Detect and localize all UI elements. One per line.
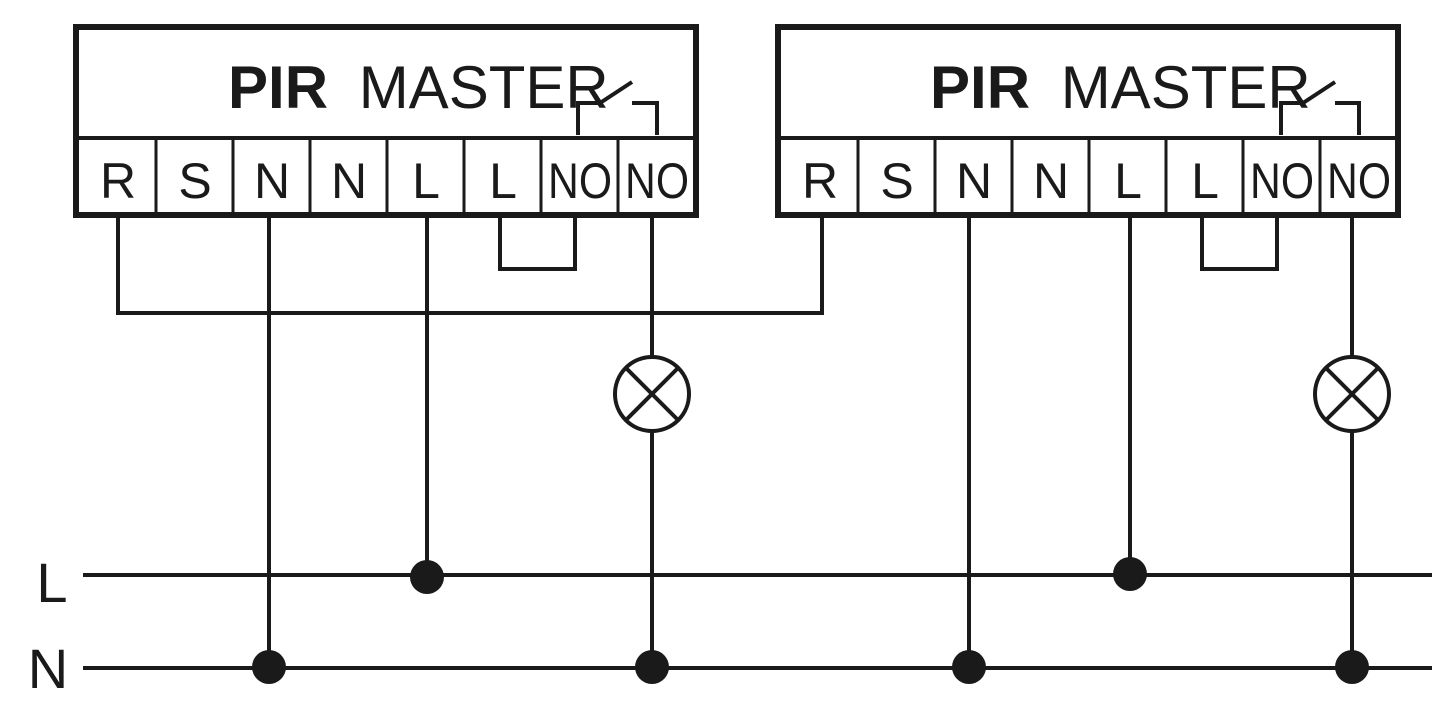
device-2-terminal-7: NO bbox=[1250, 153, 1314, 209]
bus-label-l: L bbox=[36, 551, 67, 614]
wiring bbox=[83, 215, 1432, 670]
wire-device-1-l-no-bridge bbox=[498, 215, 577, 271]
device-2-terminal-3: N bbox=[956, 153, 992, 209]
bus-label-n: N bbox=[28, 637, 68, 700]
device-2-terminal-5: L bbox=[1114, 153, 1142, 209]
relay-switch-icon bbox=[576, 80, 659, 135]
junction-dot-icon bbox=[1335, 650, 1369, 684]
device-1-terminal-5: L bbox=[412, 153, 440, 209]
junction-dot-icon bbox=[252, 650, 286, 684]
device-1-terminal-4: N bbox=[331, 153, 367, 209]
junction-dot-icon bbox=[1113, 557, 1147, 591]
device-1-title-rest: MASTER bbox=[359, 54, 609, 121]
device-2-terminal-8: NO bbox=[1327, 153, 1391, 209]
device-1-terminal-3: N bbox=[254, 153, 290, 209]
device-1: PIR MASTER R S N N L L NO NO bbox=[73, 24, 699, 218]
device-2-terminal-1: R bbox=[802, 153, 838, 209]
device-2-terminal-4: N bbox=[1033, 153, 1069, 209]
device-1-terminal-8: NO bbox=[625, 153, 689, 209]
device-2-title: PIR MASTER bbox=[930, 54, 1311, 121]
lamp-icon bbox=[1313, 355, 1391, 433]
wire-device-2-l-no-bridge bbox=[1200, 215, 1279, 271]
junction-dot-icon bbox=[952, 650, 986, 684]
device-1-terminal-separators bbox=[154, 138, 620, 215]
device-2-title-bold: PIR bbox=[930, 54, 1030, 121]
relay-switch-icon bbox=[1279, 80, 1361, 135]
device-1-terminal-7: NO bbox=[548, 153, 612, 209]
device-2: PIR MASTER R S N N L L NO NO bbox=[775, 24, 1401, 218]
device-1-title: PIR MASTER bbox=[228, 54, 609, 121]
junction-dot-icon bbox=[410, 560, 444, 594]
device-1-terminal-1: R bbox=[100, 153, 136, 209]
junction-dot-icon bbox=[635, 650, 669, 684]
device-1-title-bold: PIR bbox=[228, 54, 328, 121]
junction-dots bbox=[252, 557, 1369, 684]
device-1-terminal-6: L bbox=[489, 153, 517, 209]
device-2-terminal-6: L bbox=[1191, 153, 1219, 209]
device-2-terminal-separators bbox=[856, 138, 1322, 215]
device-2-terminal-2: S bbox=[880, 153, 913, 209]
lamp-icon bbox=[613, 355, 691, 433]
wire-r-link bbox=[116, 215, 824, 315]
device-1-terminal-2: S bbox=[178, 153, 211, 209]
device-2-title-rest: MASTER bbox=[1061, 54, 1311, 121]
